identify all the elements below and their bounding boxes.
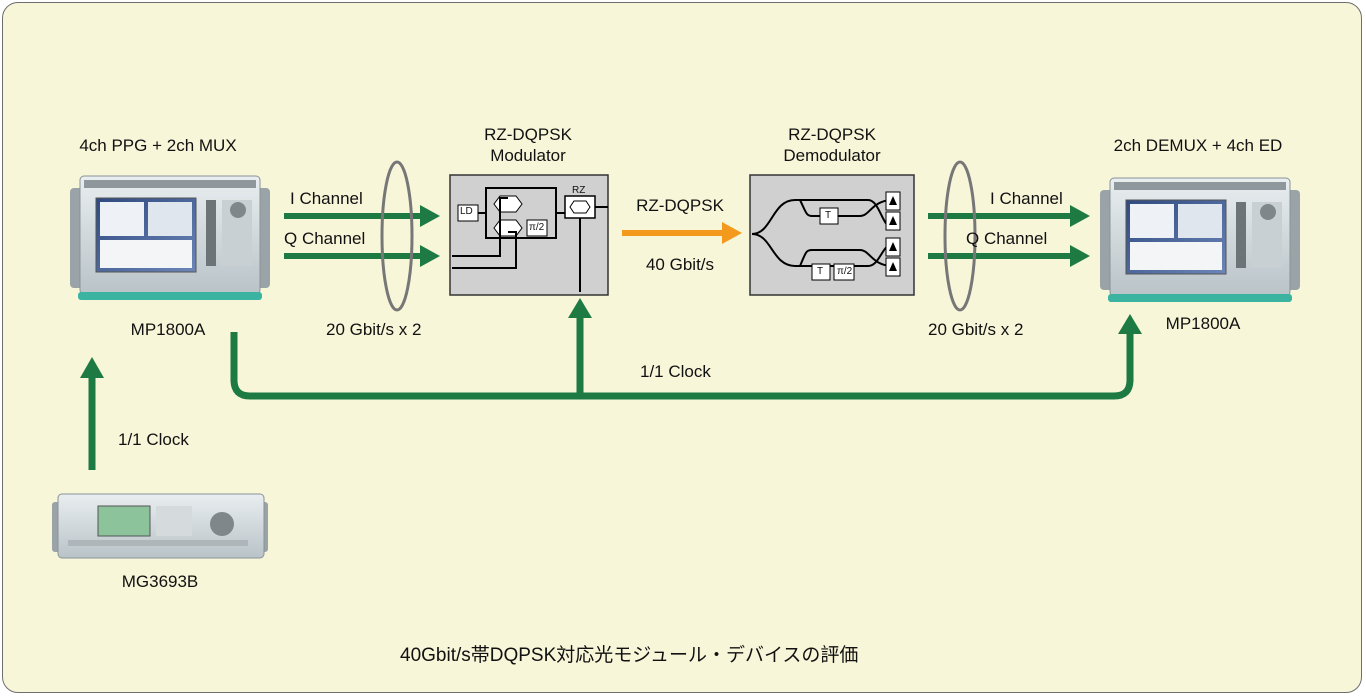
right-instrument-title: 2ch DEMUX + 4ch ED — [1113, 136, 1283, 155]
optical-arrow — [622, 222, 742, 244]
right-instrument-model: MP1800A — [1165, 314, 1241, 333]
left-instrument-title: 4ch PPG + 2ch MUX — [79, 136, 237, 155]
diagram-caption: 40Gbit/s帯DQPSK対応光モジュール・デバイスの評価 — [400, 645, 859, 666]
right-bundle-ellipse — [943, 160, 977, 312]
left-bundle-ellipse — [380, 160, 414, 312]
mp1800a-left-instrument — [70, 175, 270, 300]
modulator-phase-label: π/2 — [529, 222, 545, 233]
mp1800a-right-instrument — [1100, 177, 1300, 302]
left-i-channel-label: I Channel — [290, 189, 363, 208]
left-instrument-model: MP1800A — [130, 320, 206, 339]
demod-phase-label: π/2 — [837, 266, 853, 277]
right-rate-label: 20 Gbit/s x 2 — [928, 320, 1024, 339]
modulator-block — [449, 174, 609, 296]
left-q-channel-label: Q Channel — [284, 229, 366, 248]
demod-delay-label-2: T — [817, 266, 824, 277]
demodulator-block — [749, 174, 915, 296]
right-iq-arrows — [928, 205, 1090, 267]
modulator-title-line2: Modulator — [490, 146, 566, 165]
mg3693b-instrument — [52, 493, 268, 559]
left-iq-arrows — [284, 205, 440, 267]
right-q-channel-label: Q Channel — [966, 229, 1048, 248]
optical-signal-label: RZ-DQPSK — [636, 196, 724, 215]
clock-distribution-arrows — [88, 318, 1134, 470]
left-rate-label: 20 Gbit/s x 2 — [326, 320, 422, 339]
modulator-title-line1: RZ-DQPSK — [484, 125, 572, 144]
ld-label: LD — [460, 206, 473, 217]
demodulator-title-line1: RZ-DQPSK — [788, 125, 876, 144]
clock-arrowheads — [80, 298, 1142, 378]
demodulator-title-line2: Demodulator — [783, 146, 881, 165]
source-clock-label: 1/1 Clock — [118, 430, 189, 449]
clock-source-model: MG3693B — [121, 572, 199, 591]
optical-rate-label: 40 Gbit/s — [645, 255, 715, 274]
demod-delay-label-1: T — [825, 210, 832, 221]
rz-label: RZ — [572, 185, 586, 196]
main-clock-label: 1/1 Clock — [640, 362, 711, 381]
right-i-channel-label: I Channel — [990, 189, 1063, 208]
